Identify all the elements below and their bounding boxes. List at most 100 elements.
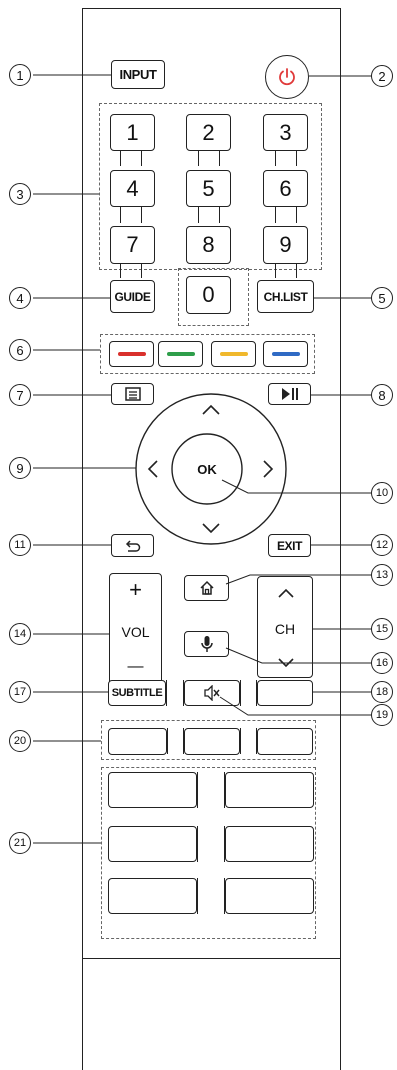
blue-stripe — [271, 352, 300, 356]
app-button-21f[interactable] — [225, 878, 314, 914]
number-5-button[interactable]: 5 — [186, 170, 231, 207]
power-icon — [279, 68, 295, 86]
ch-list-button[interactable]: CH.LIST — [257, 280, 314, 313]
callout-12: 12 — [371, 534, 393, 556]
key-connector — [167, 728, 184, 754]
callout-13: 13 — [371, 564, 393, 586]
number-pad-group — [99, 103, 322, 270]
number-8-button[interactable]: 8 — [186, 226, 231, 264]
callout-20: 20 — [9, 730, 31, 752]
remote-body — [82, 8, 341, 1070]
play-pause-button[interactable] — [268, 383, 311, 405]
blank-button-18[interactable] — [257, 680, 313, 706]
number-4-button[interactable]: 4 — [110, 170, 155, 207]
channel-up-button[interactable] — [277, 587, 295, 599]
callout-15: 15 — [371, 618, 393, 640]
zero-key-group — [178, 268, 249, 326]
key-connector — [198, 207, 220, 223]
callout-3: 3 — [9, 183, 31, 205]
key-connector — [197, 772, 225, 808]
red-key-button[interactable] — [109, 341, 154, 367]
key-connector — [275, 150, 297, 166]
green-stripe — [166, 352, 195, 356]
teletext-icon — [124, 387, 141, 401]
exit-button[interactable]: EXIT — [268, 534, 311, 557]
channel-label: CH — [274, 621, 296, 637]
microphone-icon — [200, 636, 213, 652]
app-button-20a[interactable] — [108, 728, 167, 755]
number-6-button[interactable]: 6 — [263, 170, 308, 207]
red-stripe — [117, 352, 146, 356]
number-7-button[interactable]: 7 — [110, 226, 155, 264]
dpad-right-button[interactable] — [258, 454, 282, 484]
key-connector — [275, 207, 297, 223]
callout-6: 6 — [9, 339, 31, 361]
callout-16: 16 — [371, 652, 393, 674]
volume-up-button[interactable]: + — [129, 577, 142, 602]
color-keys-group — [100, 334, 315, 374]
dpad-up-button[interactable] — [196, 398, 226, 422]
guide-button[interactable]: GUIDE — [110, 280, 155, 313]
key-connector — [120, 150, 142, 166]
row20-group — [101, 720, 316, 760]
ok-button[interactable]: OK — [197, 461, 217, 477]
back-icon — [125, 539, 140, 552]
callout-1: 1 — [9, 64, 31, 86]
number-9-button[interactable]: 9 — [263, 226, 308, 264]
app-button-20c[interactable] — [257, 728, 313, 755]
volume-label: VOL — [121, 624, 150, 640]
key-connector — [120, 264, 142, 278]
blue-key-button[interactable] — [263, 341, 308, 367]
callout-10: 10 — [371, 482, 393, 504]
callout-2: 2 — [371, 65, 393, 87]
key-connector — [275, 264, 297, 278]
yellow-stripe — [219, 352, 248, 356]
subtitle-button[interactable]: SUBTITLE — [108, 680, 166, 706]
volume-down-button[interactable]: — — [127, 658, 144, 675]
callout-17: 17 — [9, 681, 31, 703]
callout-19: 19 — [371, 704, 393, 726]
callout-4: 4 — [9, 287, 31, 309]
key-connector — [166, 680, 184, 706]
dpad-down-button[interactable] — [196, 516, 226, 540]
callout-18: 18 — [371, 681, 393, 703]
app-button-21d[interactable] — [225, 826, 314, 862]
callout-21: 21 — [9, 832, 31, 854]
yellow-key-button[interactable] — [211, 341, 256, 367]
green-key-button[interactable] — [158, 341, 203, 367]
home-button[interactable] — [184, 575, 229, 601]
back-button[interactable] — [111, 534, 154, 557]
number-0-button[interactable]: 0 — [186, 276, 231, 314]
remote-divider — [82, 958, 341, 959]
app-button-21a[interactable] — [108, 772, 197, 808]
power-button[interactable] — [265, 55, 309, 99]
number-3-button[interactable]: 3 — [263, 114, 308, 151]
app-button-21b[interactable] — [225, 772, 314, 808]
dpad-left-button[interactable] — [140, 454, 164, 484]
callout-9: 9 — [9, 457, 31, 479]
app-button-20b[interactable] — [184, 728, 240, 755]
teletext-button[interactable] — [111, 383, 154, 405]
key-connector — [198, 150, 220, 166]
play-pause-icon — [281, 388, 298, 400]
app-button-21c[interactable] — [108, 826, 197, 862]
key-connector — [197, 878, 225, 914]
callout-5: 5 — [371, 287, 393, 309]
input-button[interactable]: INPUT — [111, 60, 165, 89]
key-connector — [240, 680, 257, 706]
row21-group — [101, 767, 316, 939]
key-connector — [197, 826, 225, 862]
channel-rocker[interactable]: CH — [257, 576, 313, 678]
callout-7: 7 — [9, 384, 31, 406]
mute-button[interactable] — [184, 680, 240, 706]
voice-button[interactable] — [184, 631, 229, 657]
channel-down-button[interactable] — [277, 657, 295, 669]
callout-11: 11 — [9, 534, 31, 556]
app-button-21e[interactable] — [108, 878, 197, 914]
callout-8: 8 — [371, 384, 393, 406]
number-2-button[interactable]: 2 — [186, 114, 231, 151]
number-1-button[interactable]: 1 — [110, 114, 155, 151]
volume-rocker[interactable]: + VOL — — [109, 573, 162, 689]
mute-icon — [204, 685, 220, 701]
